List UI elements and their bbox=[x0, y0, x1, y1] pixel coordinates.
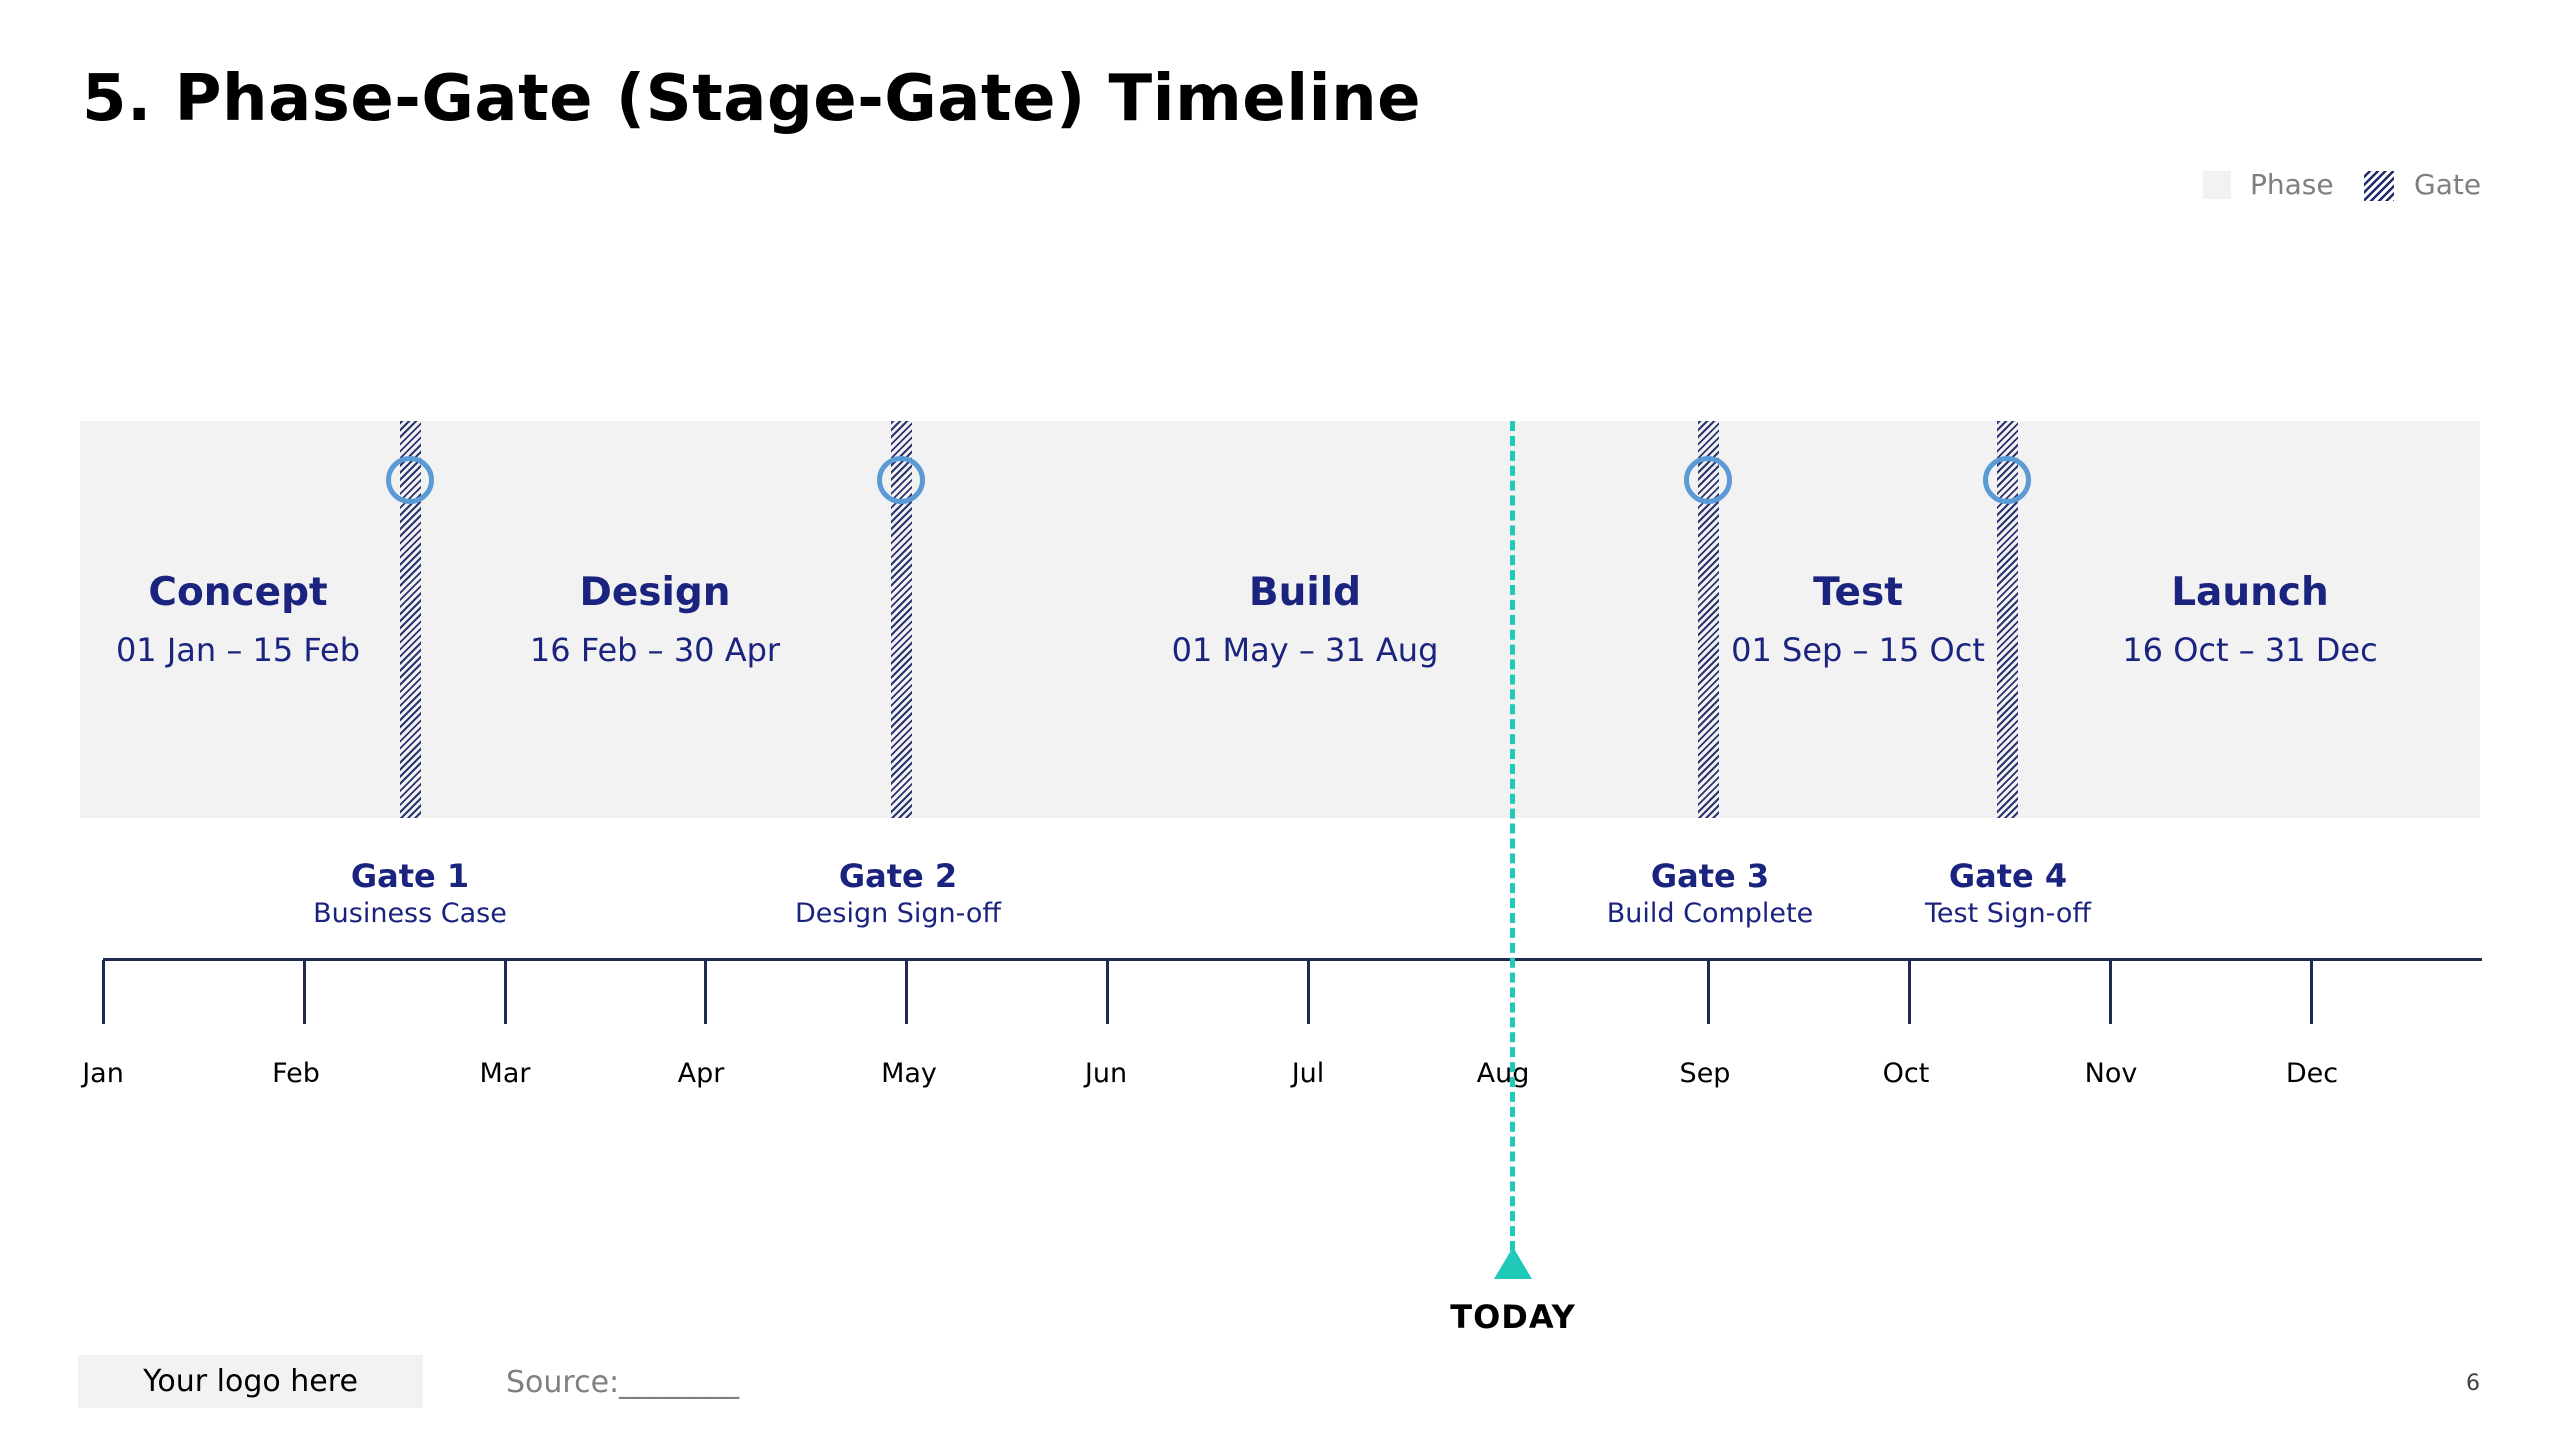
month-label: Feb bbox=[272, 1058, 320, 1089]
month-label: Oct bbox=[1882, 1058, 1930, 1089]
today-dashed-line bbox=[1510, 421, 1515, 1251]
phase-build-title: Build bbox=[1248, 570, 1362, 615]
timeline-axis bbox=[103, 958, 2482, 961]
page-title: 5. Phase-Gate (Stage-Gate) Timeline bbox=[82, 62, 1422, 136]
month-label: Jan bbox=[82, 1058, 124, 1089]
gate-2-label: Gate 2 bbox=[838, 857, 958, 895]
page-number: 6 bbox=[2466, 1371, 2480, 1396]
gate-4-circle-icon bbox=[1983, 456, 2031, 504]
phase-band bbox=[80, 421, 2480, 818]
gate-4-stripe bbox=[1997, 421, 2018, 818]
gate-3-stripe bbox=[1698, 421, 1719, 818]
tick-dec bbox=[2310, 960, 2313, 1024]
phase-concept-title: Concept bbox=[148, 570, 328, 615]
month-label: Jun bbox=[1084, 1058, 1128, 1089]
tick-jul bbox=[1307, 960, 1310, 1024]
phase-concept-dates: 01 Jan – 15 Feb bbox=[115, 631, 361, 669]
gate-1-subtitle: Business Case bbox=[313, 898, 507, 929]
tick-sep bbox=[1707, 960, 1710, 1024]
today-label: TODAY bbox=[1450, 1298, 1576, 1336]
month-label: Jul bbox=[1291, 1058, 1325, 1089]
tick-may bbox=[905, 960, 908, 1024]
gate-4-subtitle: Test Sign-off bbox=[1924, 898, 2092, 929]
gate-3-circle-icon bbox=[1684, 456, 1732, 504]
tick-jan bbox=[102, 960, 105, 1024]
tick-nov bbox=[2109, 960, 2112, 1024]
legend-phase-label: Phase bbox=[2250, 168, 2334, 201]
gate-3-label: Gate 3 bbox=[1650, 857, 1770, 895]
legend-gate-label: Gate bbox=[2414, 168, 2482, 201]
phase-launch-dates: 16 Oct – 31 Dec bbox=[2122, 631, 2378, 669]
month-label: Apr bbox=[677, 1058, 725, 1089]
phase-build-dates: 01 May – 31 Aug bbox=[1171, 631, 1439, 669]
gate-1-stripe bbox=[400, 421, 421, 818]
today-triangle-icon bbox=[1494, 1247, 1532, 1279]
source-note: Source:________ bbox=[506, 1365, 740, 1400]
logo-placeholder: Your logo here bbox=[78, 1355, 423, 1408]
phase-design-dates: 16 Feb – 30 Apr bbox=[529, 631, 781, 669]
month-label: Aug bbox=[1476, 1058, 1530, 1089]
phase-test-title: Test bbox=[1813, 570, 1903, 615]
month-label: May bbox=[881, 1058, 937, 1089]
legend-phase-swatch bbox=[2203, 171, 2231, 199]
phase-design-title: Design bbox=[579, 570, 731, 615]
gate-2-subtitle: Design Sign-off bbox=[794, 898, 1002, 929]
gate-3-subtitle: Build Complete bbox=[1606, 898, 1814, 929]
tick-mar bbox=[504, 960, 507, 1024]
month-label: Mar bbox=[479, 1058, 531, 1089]
legend-gate-swatch bbox=[2364, 171, 2394, 201]
gate-2-circle-icon bbox=[877, 456, 925, 504]
tick-oct bbox=[1908, 960, 1911, 1024]
gate-1-label: Gate 1 bbox=[350, 857, 470, 895]
phase-test-dates: 01 Sep – 15 Oct bbox=[1731, 631, 1985, 669]
tick-jun bbox=[1106, 960, 1109, 1024]
month-label: Sep bbox=[1679, 1058, 1731, 1089]
phase-launch-title: Launch bbox=[2171, 570, 2329, 615]
gate-1-circle-icon bbox=[386, 456, 434, 504]
tick-feb bbox=[303, 960, 306, 1024]
month-label: Dec bbox=[2285, 1058, 2339, 1089]
month-label: Nov bbox=[2084, 1058, 2138, 1089]
gate-2-stripe bbox=[891, 421, 912, 818]
gate-4-label: Gate 4 bbox=[1948, 857, 2068, 895]
tick-apr bbox=[704, 960, 707, 1024]
